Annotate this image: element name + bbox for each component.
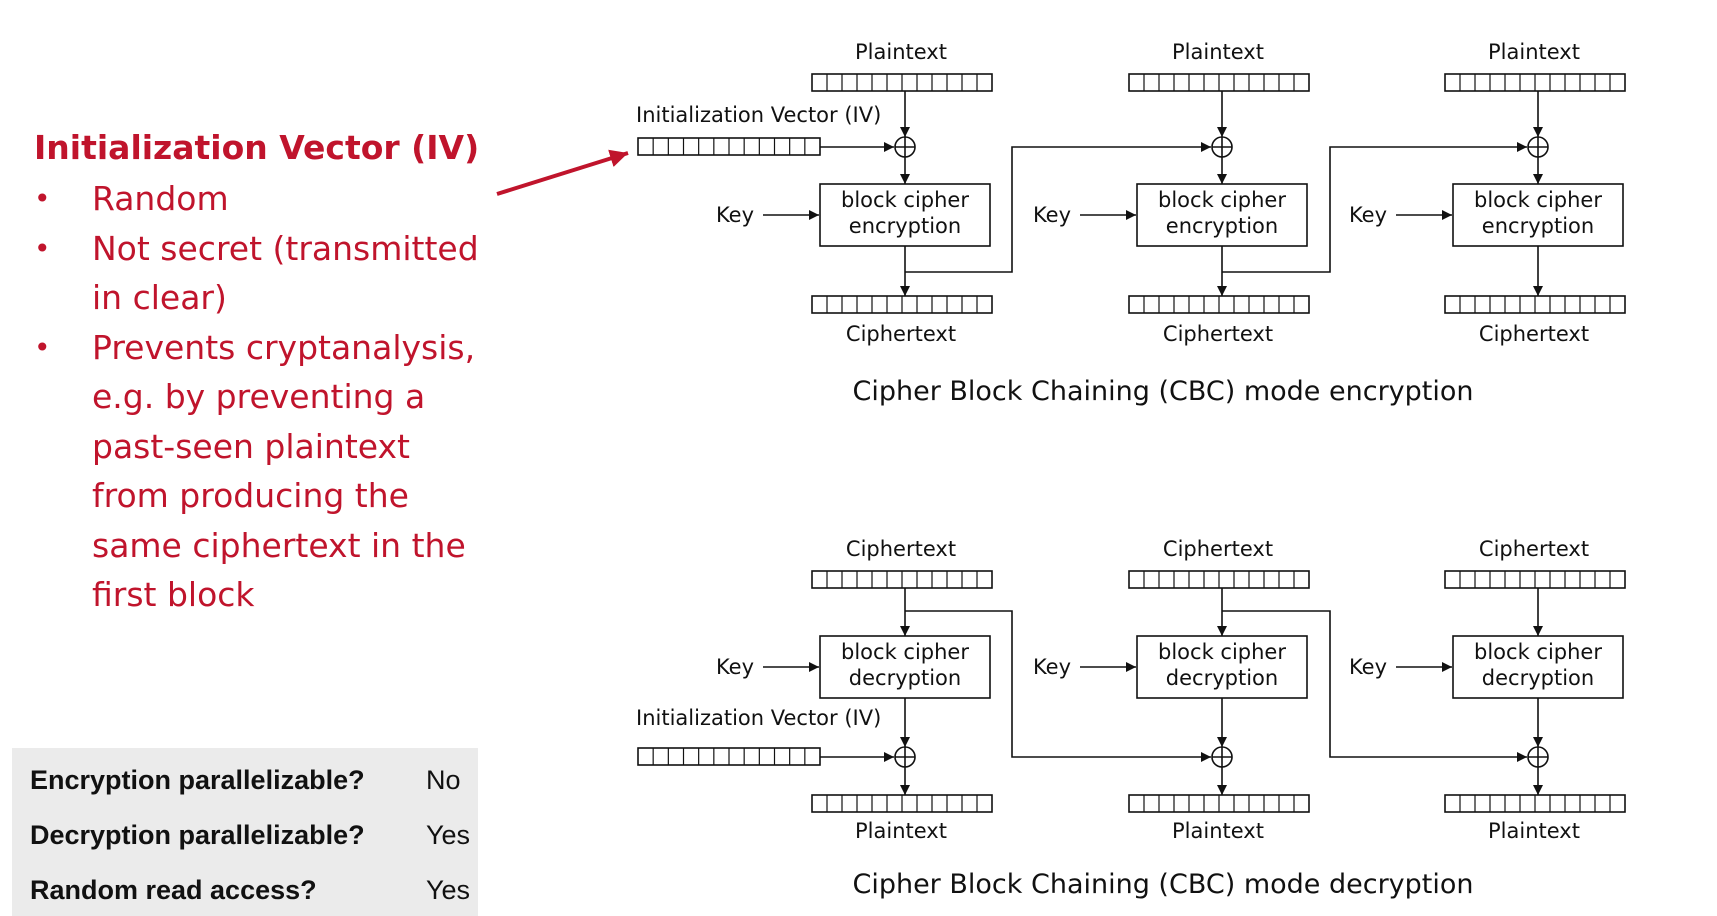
- encryption-key-label-2: Key: [1033, 203, 1071, 227]
- decryption-key-label-1: Key: [716, 655, 754, 679]
- encryption-ciphertext-label-3: Ciphertext: [1479, 322, 1589, 346]
- encryption-plaintext-block-3: [1444, 73, 1626, 92]
- property-label: Decryption parallelizable?: [30, 820, 365, 850]
- cipher-box-line2: encryption: [1166, 214, 1278, 238]
- decryption-plaintext-label-2: Plaintext: [1172, 819, 1264, 843]
- encryption-ciphertext-block-3: [1444, 295, 1626, 314]
- iv-note-not-secret: Not secret (transmitted in clear): [34, 224, 494, 323]
- decryption-plaintext-block-1: [811, 794, 993, 813]
- encryption-plaintext-block-1: [811, 73, 993, 92]
- iv-note-random: Random: [34, 174, 494, 224]
- encryption-iv-label: Initialization Vector (IV): [636, 103, 881, 127]
- encryption-ciphertext-label-1: Ciphertext: [846, 322, 956, 346]
- encryption-key-label-1: Key: [716, 203, 754, 227]
- encryption-ciphertext-block-1: [811, 295, 993, 314]
- cipher-box-outline: [819, 635, 991, 699]
- encryption-xor-3: [1527, 136, 1549, 158]
- cbc-decryption-diagram: Initialization Vector (IV) Cipher Block …: [636, 537, 1626, 900]
- cipher-box-line1: block cipher: [1158, 640, 1286, 664]
- decryption-plaintext-block-3: [1444, 794, 1626, 813]
- cipher-box-outline: [1452, 635, 1624, 699]
- decryption-ciphertext-label-3: Ciphertext: [1479, 537, 1589, 561]
- encryption-ciphertext-block-2: [1128, 295, 1310, 314]
- decryption-chain-arrow-2: [1222, 610, 1527, 762]
- encryption-chain-arrow-2: [1222, 142, 1527, 273]
- decryption-key-label-2: Key: [1033, 655, 1071, 679]
- cipher-box-line2: decryption: [849, 666, 961, 690]
- property-label: Random read access?: [30, 875, 317, 905]
- iv-pointer-arrow: [496, 149, 629, 196]
- encryption-ciphertext-label-2: Ciphertext: [1163, 322, 1273, 346]
- cipher-box-line2: encryption: [1482, 214, 1594, 238]
- encryption-plaintext-block-2: [1128, 73, 1310, 92]
- decryption-plaintext-label-3: Plaintext: [1488, 819, 1580, 843]
- decryption-ciphertext-label-2: Ciphertext: [1163, 537, 1273, 561]
- encryption-plaintext-label-3: Plaintext: [1488, 40, 1580, 64]
- encryption-caption: Cipher Block Chaining (CBC) mode encrypt…: [852, 376, 1473, 407]
- encryption-iv-block: [637, 137, 821, 156]
- decryption-ciphertext-block-2: [1128, 570, 1310, 589]
- decryption-chain-arrow-1: [905, 610, 1211, 762]
- cipher-box-line2: encryption: [849, 214, 961, 238]
- encryption-xor-1: [894, 136, 916, 158]
- decryption-ciphertext-block-1: [811, 570, 993, 589]
- decryption-iv-block: [637, 747, 821, 766]
- decryption-plaintext-block-2: [1128, 794, 1310, 813]
- property-row-random-read: Random read access? Yes: [30, 864, 478, 916]
- iv-notes-list: Random Not secret (transmitted in clear)…: [34, 174, 494, 620]
- iv-notes: Initialization Vector (IV) Random Not se…: [34, 126, 494, 620]
- cipher-box-line1: block cipher: [841, 640, 969, 664]
- cbc-encryption-diagram: Initialization Vector (IV) Cipher Block …: [636, 40, 1626, 407]
- cipher-box-outline: [1136, 183, 1308, 247]
- property-value: No: [426, 765, 461, 795]
- cipher-box-outline: [1136, 635, 1308, 699]
- iv-note-prevents-cryptanalysis: Prevents cryptanalysis, e.g. by preventi…: [34, 323, 494, 620]
- encryption-plaintext-label-2: Plaintext: [1172, 40, 1264, 64]
- cipher-box-line1: block cipher: [1474, 188, 1602, 212]
- encryption-xor-2: [1211, 136, 1233, 158]
- decryption-iv-label: Initialization Vector (IV): [636, 706, 881, 730]
- properties-table: Encryption parallelizable? No Decryption…: [12, 748, 478, 916]
- cipher-box-line2: decryption: [1482, 666, 1594, 690]
- decryption-ciphertext-label-1: Ciphertext: [846, 537, 956, 561]
- decryption-xor-2: [1211, 746, 1233, 768]
- decryption-caption: Cipher Block Chaining (CBC) mode decrypt…: [852, 869, 1473, 900]
- encryption-chain-arrow-1: [905, 142, 1211, 273]
- cipher-box-line2: decryption: [1166, 666, 1278, 690]
- cipher-box-outline: [819, 183, 991, 247]
- property-label: Encryption parallelizable?: [30, 765, 365, 795]
- decryption-xor-1: [894, 746, 916, 768]
- property-row-encryption-parallel: Encryption parallelizable? No: [30, 754, 478, 806]
- property-value: Yes: [426, 820, 471, 850]
- encryption-plaintext-label-1: Plaintext: [855, 40, 947, 64]
- decryption-xor-3: [1527, 746, 1549, 768]
- cipher-box-line1: block cipher: [1474, 640, 1602, 664]
- iv-notes-title: Initialization Vector (IV): [34, 128, 480, 167]
- decryption-ciphertext-block-3: [1444, 570, 1626, 589]
- property-row-decryption-parallel: Decryption parallelizable? Yes: [30, 809, 478, 861]
- encryption-key-label-3: Key: [1349, 203, 1387, 227]
- cipher-box-line1: block cipher: [841, 188, 969, 212]
- decryption-key-label-3: Key: [1349, 655, 1387, 679]
- decryption-plaintext-label-1: Plaintext: [855, 819, 947, 843]
- cipher-box-line1: block cipher: [1158, 188, 1286, 212]
- property-value: Yes: [426, 875, 471, 905]
